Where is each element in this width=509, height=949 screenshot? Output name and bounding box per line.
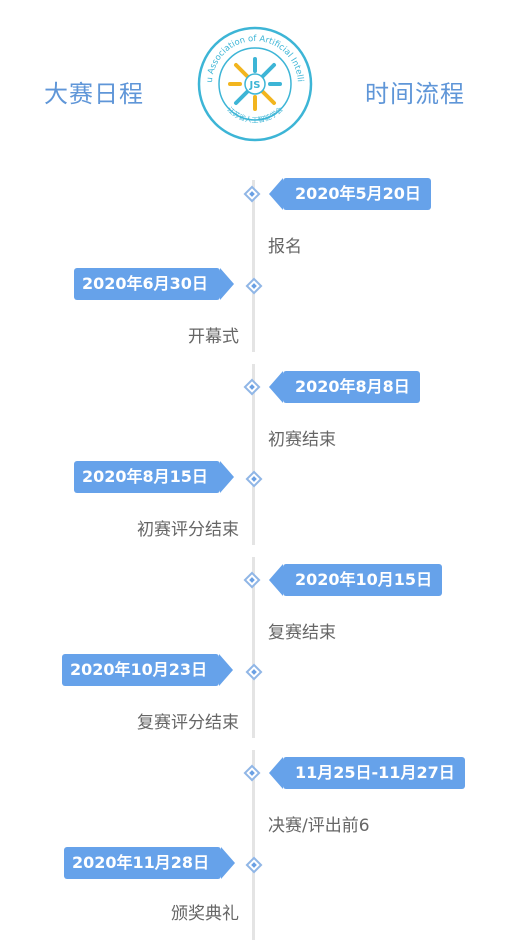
event-label: 初赛结束 (268, 430, 336, 450)
timeline-marker (245, 277, 263, 295)
event-label: 决赛/评出前6 (268, 816, 370, 836)
event-label: 开幕式 (188, 327, 239, 347)
timeline-line (252, 180, 255, 940)
timeline-marker (245, 856, 263, 874)
timeline-marker (243, 378, 261, 396)
date-tag: 2020年11月28日 (64, 847, 236, 879)
association-logo: Jiangsu Association of Artificial Intell… (196, 25, 313, 142)
date-tag: 2020年6月30日 (74, 268, 234, 300)
event-label: 报名 (268, 237, 302, 257)
timeline-gap (250, 352, 257, 364)
timeline-gap (250, 545, 257, 557)
date-tag: 2020年8月8日 (269, 371, 420, 403)
timeline-marker (243, 185, 261, 203)
date-tag: 2020年10月23日 (62, 654, 234, 686)
date-tag: 2020年5月20日 (269, 178, 431, 210)
date-tag: 2020年10月15日 (268, 564, 443, 596)
timeline-marker (245, 470, 263, 488)
date-tag: 2020年8月15日 (74, 461, 234, 493)
timeline-gap (250, 738, 257, 750)
logo-center-text: JS (249, 80, 261, 91)
timeline-marker (243, 764, 261, 782)
event-label: 复赛评分结束 (137, 713, 239, 733)
header-left-title: 大赛日程 (44, 80, 144, 108)
header-right-title: 时间流程 (365, 80, 465, 108)
timeline-marker (243, 571, 261, 589)
date-tag: 11月25日-11月27日 (269, 757, 465, 789)
event-label: 颁奖典礼 (171, 904, 239, 924)
event-label: 初赛评分结束 (137, 520, 239, 540)
event-label: 复赛结束 (268, 623, 336, 643)
timeline-marker (245, 663, 263, 681)
